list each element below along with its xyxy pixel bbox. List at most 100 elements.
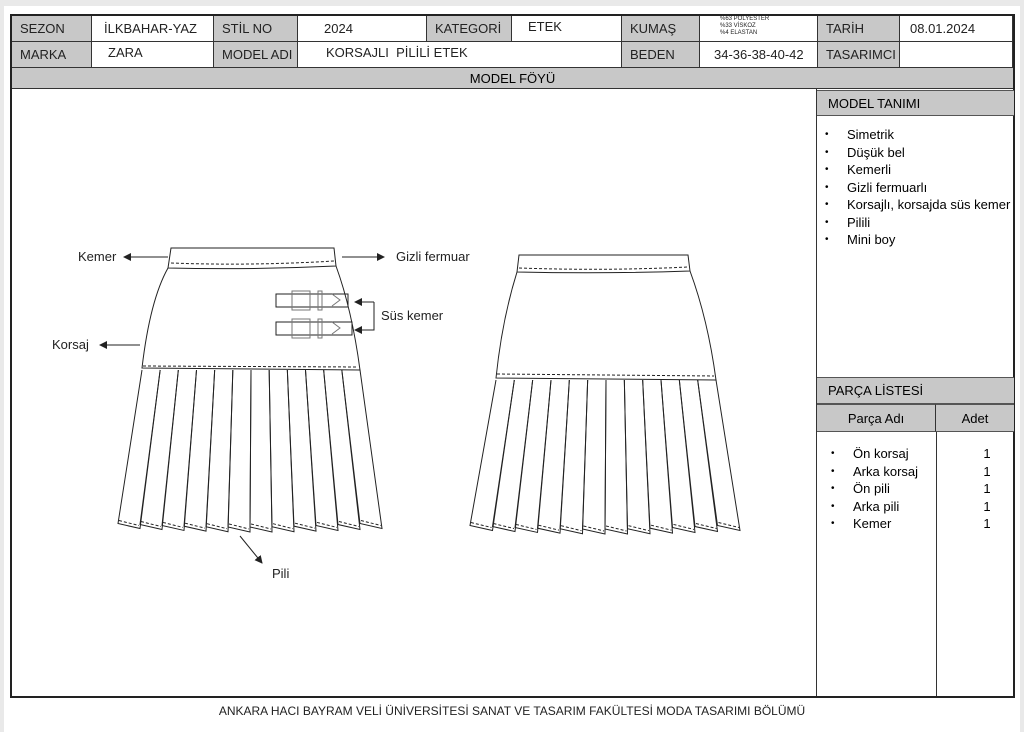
tarih-label: TARİH xyxy=(818,16,900,42)
list-item: Pilili xyxy=(825,214,1010,232)
hem-stitch xyxy=(605,525,627,532)
hem-stitch xyxy=(718,522,740,529)
hem-stitch xyxy=(493,523,515,530)
qty-cell: 1 xyxy=(983,463,991,479)
tasarimci-label: TASARIMCI xyxy=(818,42,900,68)
marka-label: MARKA xyxy=(12,42,92,68)
right-panel: MODEL TANIMI Simetrik Düşük bel Kemerli … xyxy=(816,88,1014,696)
fabric-line: %33 VİSKOZ xyxy=(720,23,756,29)
beden-value: 34-36-38-40-42 xyxy=(700,42,818,68)
hem-stitch xyxy=(470,522,492,529)
hem-stitch xyxy=(184,522,206,529)
pleat-panel xyxy=(161,369,197,532)
pleat-panel xyxy=(697,379,741,532)
front-waistband-stitch xyxy=(170,260,335,265)
hem-stitch xyxy=(162,521,184,528)
adet-column-header: Adet xyxy=(936,404,1014,432)
pleat-panel xyxy=(227,369,252,533)
hem-stitch xyxy=(560,525,582,532)
fabric-line: %63 POLYESTER xyxy=(720,16,770,22)
fabric-line: %4 ELASTAN xyxy=(720,30,758,36)
front-yoke xyxy=(141,265,361,371)
sus-kemer-label: Süs kemer xyxy=(381,308,444,323)
decorative-belt-1 xyxy=(275,290,349,311)
gizli-fermuar-label: Gizli fermuar xyxy=(396,249,470,264)
tarih-value: 08.01.2024 xyxy=(900,16,1013,42)
front-skirt-drawing xyxy=(117,247,383,533)
kemer-label: Kemer xyxy=(78,249,117,264)
front-waistband xyxy=(167,247,337,270)
pleat-panel xyxy=(249,369,273,533)
pleat-panel xyxy=(678,379,719,533)
kategori-label: KATEGORİ xyxy=(427,16,512,42)
section-title: MODEL FÖYÜ xyxy=(12,68,1013,89)
pleat-panel xyxy=(491,379,534,533)
pleat-panel xyxy=(660,379,696,534)
hem-stitch xyxy=(140,521,162,528)
model-adi-label: MODEL ADI xyxy=(214,42,298,68)
pleat-panel xyxy=(268,369,295,533)
table-row: Kemer xyxy=(831,515,918,533)
back-waistband xyxy=(516,254,691,274)
beden-label: BEDEN xyxy=(622,42,700,68)
korsaj-label: Korsaj xyxy=(52,337,89,352)
parca-adi-column-header: Parça Adı xyxy=(817,404,936,432)
back-yoke xyxy=(495,270,717,381)
table-row: Arka korsaj xyxy=(831,463,918,481)
hem-stitch xyxy=(360,520,382,527)
list-item: Korsajlı, korsajda süs kemer xyxy=(825,196,1010,214)
hem-stitch xyxy=(316,521,338,528)
pleat-panel xyxy=(514,379,552,534)
pleat-panel xyxy=(604,379,629,535)
hem-stitch xyxy=(583,525,605,532)
kategori-value: ETEK xyxy=(512,16,622,42)
decorative-belt-2 xyxy=(275,318,353,339)
pili-label: Pili xyxy=(272,566,290,581)
tasarimci-value xyxy=(900,42,1013,68)
marka-value: ZARA xyxy=(92,42,214,68)
parca-listesi-header: PARÇA LİSTESİ xyxy=(817,377,1014,404)
pleat-panel xyxy=(469,379,515,532)
qty-cell: 1 xyxy=(983,498,991,514)
hem-stitch xyxy=(294,522,316,529)
list-item: Gizli fermuarlı xyxy=(825,179,1010,197)
qty-cell: 1 xyxy=(983,516,991,531)
hem-stitch xyxy=(338,521,360,528)
back-yoke-stitch xyxy=(496,373,715,377)
stil-no-value: 2024 xyxy=(298,16,427,42)
qty-cell: 1 xyxy=(983,481,991,496)
table-row: Ön pili xyxy=(831,480,918,498)
footer-institution: ANKARA HACI BAYRAM VELİ ÜNİVERSİTESİ SAN… xyxy=(218,704,806,718)
hem-stitch xyxy=(650,524,672,531)
pleat-panel xyxy=(341,369,383,530)
column-divider xyxy=(936,432,937,696)
kumas-label: KUMAŞ xyxy=(622,16,700,42)
pleat-panel xyxy=(139,369,179,531)
model-tanimi-list: Simetrik Düşük bel Kemerli Gizli fermuar… xyxy=(825,126,1010,249)
back-skirt-drawing xyxy=(469,254,741,535)
hem-stitch xyxy=(695,523,717,530)
hem-stitch xyxy=(628,525,650,532)
list-item: Düşük bel xyxy=(825,144,1010,162)
hem-stitch xyxy=(272,523,294,530)
hem-stitch xyxy=(673,523,695,530)
sezon-value: İLKBAHAR-YAZ xyxy=(92,16,214,42)
model-tanimi-header: MODEL TANIMI xyxy=(817,90,1014,116)
stil-no-label: STİL NO xyxy=(214,16,298,42)
annotation-arrows xyxy=(99,253,385,564)
model-adi-value: KORSAJLI PİLİLİ ETEK xyxy=(298,42,622,68)
pleat-panel xyxy=(117,369,161,530)
pleat-panel xyxy=(323,369,361,531)
kumas-value: %63 POLYESTER %33 VİSKOZ %4 ELASTAN xyxy=(700,16,818,42)
model-sheet: SEZON İLKBAHAR-YAZ STİL NO 2024 KATEGORİ… xyxy=(10,14,1015,698)
hem-stitch xyxy=(515,523,537,530)
front-yoke-stitch xyxy=(142,365,359,368)
back-waistband-stitch xyxy=(518,266,689,270)
hem-stitch xyxy=(118,520,140,527)
hem-stitch xyxy=(538,524,560,531)
list-item: Simetrik xyxy=(825,126,1010,144)
hem-stitch xyxy=(250,523,272,530)
list-item: Kemerli xyxy=(825,161,1010,179)
parca-list: Ön korsaj Arka korsaj Ön pili Arka pili … xyxy=(831,445,918,533)
